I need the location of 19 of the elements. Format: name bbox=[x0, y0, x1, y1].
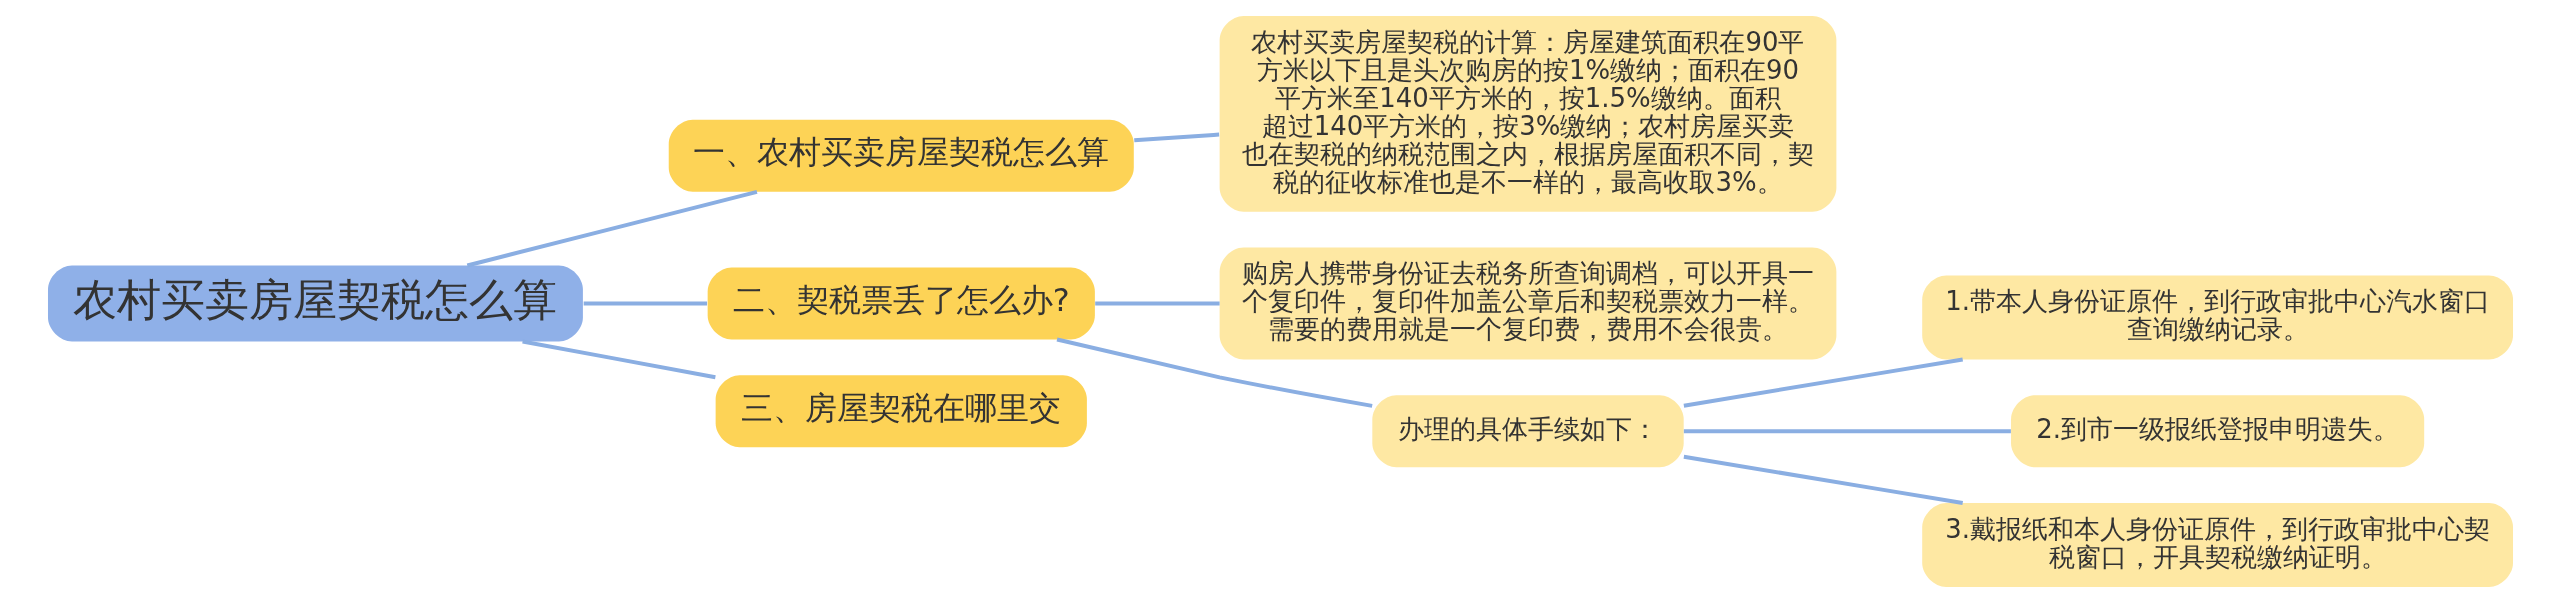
node-box: 3.戴报纸和本人身份证原件，到行政审批中心契税窗口，开具契税缴纳证明。 bbox=[1921, 503, 2513, 587]
node-box: 农村买卖房屋契税怎么算 bbox=[47, 265, 583, 342]
connector bbox=[466, 190, 757, 268]
connector bbox=[1683, 357, 1963, 408]
node-box: 三、房屋契税在哪里交 bbox=[715, 375, 1087, 448]
node-box: 农村买卖房屋契税的计算：房屋建筑面积在90平方米以下且是头次购房的按1%缴纳；面积在90平方米至140平方米的，按1.5%缴纳。面积超过140平方米的，按3%缴纳；农村房屋买卖也在契税的纳税范围之内，根据房屋面积不同，契税的征收标准也是不一样的，最高收取3%。 bbox=[1219, 16, 1836, 212]
connector bbox=[1683, 454, 1963, 505]
connector bbox=[1094, 301, 1220, 306]
connector bbox=[583, 301, 707, 306]
node-box: 2.到市一级报纸登报申明遗失。 bbox=[2010, 395, 2424, 468]
node-box: 购房人携带身份证去税务所查询调档，可以开具一个复印件，复印件加盖公章后和契税票效力一样。需要的费用就是一个复印费，费用不会很贵。 bbox=[1219, 247, 1836, 360]
node-box: 一、农村买卖房屋契税怎么算 bbox=[668, 119, 1134, 192]
connector bbox=[1683, 429, 2011, 434]
node-box: 二、契税票丢了怎么办? bbox=[707, 267, 1095, 340]
node-box: 1.带本人身份证原件，到行政审批中心汽水窗口查询缴纳记录。 bbox=[1921, 275, 2513, 360]
connector bbox=[521, 339, 716, 380]
node-box: 办理的具体手续如下： bbox=[1371, 395, 1684, 468]
connector bbox=[1133, 132, 1219, 143]
connector bbox=[1056, 337, 1373, 408]
